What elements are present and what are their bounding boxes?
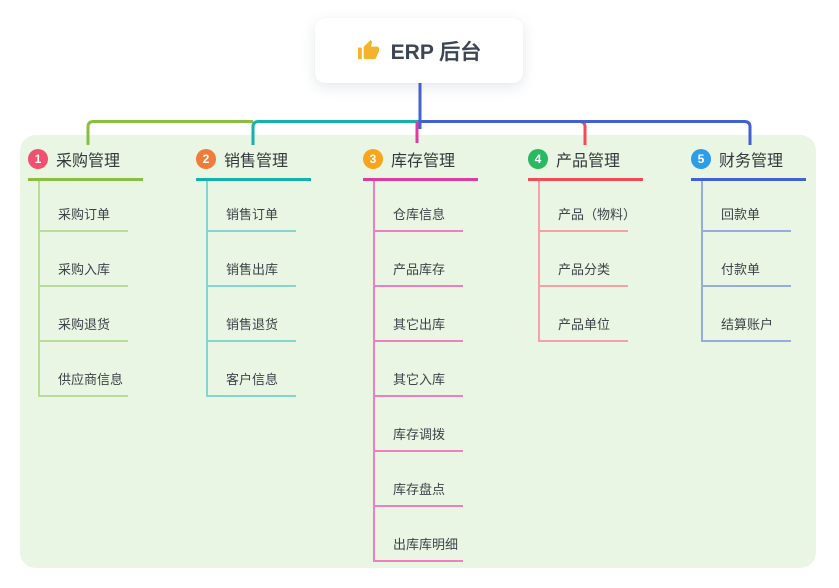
branch-item-label: 其它出库 bbox=[393, 317, 446, 332]
branch-number-badge: 2 bbox=[196, 149, 216, 169]
branch-item[interactable]: 结算账户 bbox=[703, 287, 791, 342]
branch-item[interactable]: 产品（物料） bbox=[540, 181, 636, 232]
branch-item[interactable]: 采购订单 bbox=[40, 181, 128, 232]
branch-items: 产品（物料） 产品分类产品单位 bbox=[538, 181, 636, 342]
branch-number-badge: 1 bbox=[28, 149, 48, 169]
branch-item-label: 其它入库 bbox=[393, 372, 446, 387]
branch-item[interactable]: 回款单 bbox=[703, 181, 791, 232]
branch-header[interactable]: 5 财务管理 bbox=[691, 147, 806, 181]
branch: 1 采购管理 采购订单采购入库采购退货供应商信息 bbox=[28, 147, 143, 397]
branch-item-label: 采购退货 bbox=[58, 317, 111, 332]
branch-item[interactable]: 付款单 bbox=[703, 232, 791, 287]
branch-item-label: 仓库信息 bbox=[393, 207, 446, 222]
branch-label: 产品管理 bbox=[556, 153, 621, 170]
branch-items: 采购订单采购入库采购退货供应商信息 bbox=[38, 181, 128, 397]
branch-item-label: 出库库明细 bbox=[393, 537, 459, 552]
branch-item[interactable]: 其它出库 bbox=[375, 287, 463, 342]
branch-label: 库存管理 bbox=[391, 153, 456, 170]
branch-item[interactable]: 采购退货 bbox=[40, 287, 128, 342]
branch-number-badge: 4 bbox=[528, 149, 548, 169]
branch-item[interactable]: 其它入库 bbox=[375, 342, 463, 397]
branch-item-label: 采购入库 bbox=[58, 262, 111, 277]
branch-header[interactable]: 3 库存管理 bbox=[363, 147, 478, 181]
branch-label: 采购管理 bbox=[56, 153, 121, 170]
branch-item-label: 销售订单 bbox=[226, 207, 279, 222]
branch-item-label: 销售出库 bbox=[226, 262, 279, 277]
branch: 2 销售管理 销售订单销售出库销售退货客户信息 bbox=[196, 147, 311, 397]
root-title: ERP 后台 bbox=[390, 40, 482, 64]
branch-item-label: 供应商信息 bbox=[58, 372, 124, 387]
branch-item-label: 产品库存 bbox=[393, 262, 446, 277]
branch-item[interactable]: 产品库存 bbox=[375, 232, 463, 287]
branch-item-label: 付款单 bbox=[721, 262, 761, 277]
branch-item-label: 结算账户 bbox=[721, 317, 774, 332]
branch-number-badge: 5 bbox=[691, 149, 711, 169]
branch: 3 库存管理 仓库信息产品库存其它出库其它入库库存调拨库存盘点出库库明细 bbox=[363, 147, 478, 562]
branch-item[interactable]: 采购入库 bbox=[40, 232, 128, 287]
branch-item-label: 库存盘点 bbox=[393, 482, 446, 497]
branches-panel bbox=[20, 135, 816, 568]
branch-label: 财务管理 bbox=[719, 153, 784, 170]
branch-header[interactable]: 2 销售管理 bbox=[196, 147, 311, 181]
branch: 4 产品管理 产品（物料） 产品分类产品单位 bbox=[528, 147, 643, 342]
branch-item-label: 销售退货 bbox=[226, 317, 279, 332]
branch-item[interactable]: 产品单位 bbox=[540, 287, 628, 342]
branch-header[interactable]: 1 采购管理 bbox=[28, 147, 143, 181]
branch-item[interactable]: 客户信息 bbox=[208, 342, 296, 397]
branch-item-label: 回款单 bbox=[721, 207, 761, 222]
branch-items: 仓库信息产品库存其它出库其它入库库存调拨库存盘点出库库明细 bbox=[373, 181, 463, 562]
branch-label: 销售管理 bbox=[224, 153, 289, 170]
thumbs-up-icon bbox=[357, 39, 379, 60]
branch: 5 财务管理 回款单付款单结算账户 bbox=[691, 147, 806, 342]
branch-header[interactable]: 4 产品管理 bbox=[528, 147, 643, 181]
branch-item[interactable]: 供应商信息 bbox=[40, 342, 128, 397]
branch-item-label: 客户信息 bbox=[226, 372, 279, 387]
branch-item[interactable]: 产品分类 bbox=[540, 232, 628, 287]
branch-item[interactable]: 销售退货 bbox=[208, 287, 296, 342]
branch-item[interactable]: 销售订单 bbox=[208, 181, 296, 232]
branch-item[interactable]: 出库库明细 bbox=[375, 507, 463, 562]
branch-number-badge: 3 bbox=[363, 149, 383, 169]
branch-item-label: 产品单位 bbox=[558, 317, 611, 332]
branch-item[interactable]: 库存调拨 bbox=[375, 397, 463, 452]
branch-item-label: 采购订单 bbox=[58, 207, 111, 222]
branch-item[interactable]: 销售出库 bbox=[208, 232, 296, 287]
branch-item[interactable]: 仓库信息 bbox=[375, 181, 463, 232]
branch-item-label: 产品分类 bbox=[558, 262, 611, 277]
root-node[interactable]: ERP 后台 bbox=[315, 18, 523, 83]
branch-items: 回款单付款单结算账户 bbox=[701, 181, 791, 342]
branch-item[interactable]: 库存盘点 bbox=[375, 452, 463, 507]
branch-item-label: 库存调拨 bbox=[393, 427, 446, 442]
branch-items: 销售订单销售出库销售退货客户信息 bbox=[206, 181, 296, 397]
branch-item-label: 产品（物料） bbox=[558, 207, 637, 222]
